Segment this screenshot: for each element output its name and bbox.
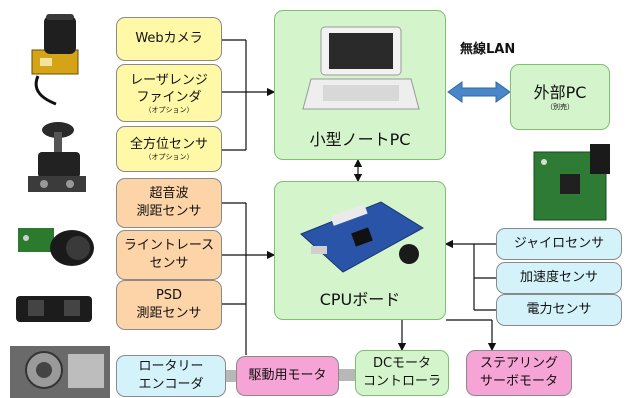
drive-motor-label: 駆動用モータ: [248, 368, 327, 384]
external-pc-label: 外部PC: [533, 83, 587, 103]
power-sensor-box: 電力センサ: [496, 294, 622, 326]
steering-servo-line1: ステアリング: [479, 356, 558, 372]
rotary-encoder-line2: エンコーダ: [138, 377, 204, 392]
wireless-lan-label: 無線LAN: [460, 42, 516, 57]
drive-motor-photo: [10, 346, 110, 398]
accel-sensor-label: 加速度センサ: [519, 270, 598, 286]
dc-motor-controller-box: DCモータ コントローラ: [355, 350, 449, 396]
notebook-pc-icon: [302, 26, 420, 110]
line-trace-sensor-box: ライントレース センサ: [116, 230, 222, 280]
dc-motor-controller-line1: DCモータ: [372, 356, 432, 372]
web-camera-label: Webカメラ: [135, 31, 203, 47]
external-pc-note: （別売）: [546, 102, 574, 111]
gyro-sensor-label: ジャイロセンサ: [513, 236, 605, 252]
cpu-board-box: CPUボード: [274, 181, 446, 320]
external-pc-box: 外部PC （別売）: [510, 64, 610, 130]
cpu-board-label: CPUボード: [319, 290, 401, 310]
psd-sensor-box: PSD 測距センサ: [116, 280, 222, 330]
power-sensor-label: 電力センサ: [526, 302, 592, 318]
sensor-board-photo: [533, 144, 610, 221]
rotary-encoder-box: ロータリー エンコーダ: [116, 355, 226, 397]
drive-motor-box: 駆動用モータ: [236, 356, 339, 396]
omni-sensor-photo: [28, 122, 86, 192]
ultrasonic-sensor-line2: 測距センサ: [136, 204, 202, 219]
notebook-pc-label: 小型ノートPC: [309, 130, 411, 150]
psd-sensor-line1: PSD: [155, 288, 183, 304]
omni-sensor-label: 全方位センサ: [129, 137, 208, 153]
omni-sensor-option: （オプション）: [144, 152, 194, 161]
line-trace-sensor-line2: センサ: [149, 256, 189, 271]
dc-motor-controller-line2: コントローラ: [362, 374, 441, 389]
psd-sensor-line2: 測距センサ: [136, 306, 202, 321]
omni-sensor-box: 全方位センサ （オプション）: [116, 126, 222, 172]
notebook-pc-box: 小型ノートPC: [274, 10, 446, 160]
laser-range-finder-line2: ファインダ: [136, 90, 202, 106]
laser-range-finder-option: （オプション）: [144, 105, 194, 114]
ultrasonic-sensor-line1: 超音波: [149, 186, 189, 202]
laser-range-finder-box: レーザレンジ ファインダ （オプション）: [116, 64, 222, 122]
rotary-encoder-line1: ロータリー: [138, 359, 204, 375]
cpu-board-icon: [300, 201, 424, 273]
accel-sensor-box: 加速度センサ: [496, 262, 622, 294]
ultrasonic-sensor-photo: [18, 228, 94, 266]
web-camera-box: Webカメラ: [116, 17, 222, 61]
ultrasonic-sensor-box: 超音波 測距センサ: [116, 178, 222, 228]
psd-sensor-photo: [16, 296, 92, 322]
steering-servo-line2: サーボモータ: [479, 374, 558, 389]
gyro-sensor-box: ジャイロセンサ: [496, 228, 622, 260]
laser-range-finder-line1: レーザレンジ: [130, 72, 208, 88]
laser-rangefinder-photo: [31, 14, 79, 106]
line-trace-sensor-line1: ライントレース: [123, 238, 215, 254]
steering-servo-box: ステアリング サーボモータ: [466, 350, 572, 396]
